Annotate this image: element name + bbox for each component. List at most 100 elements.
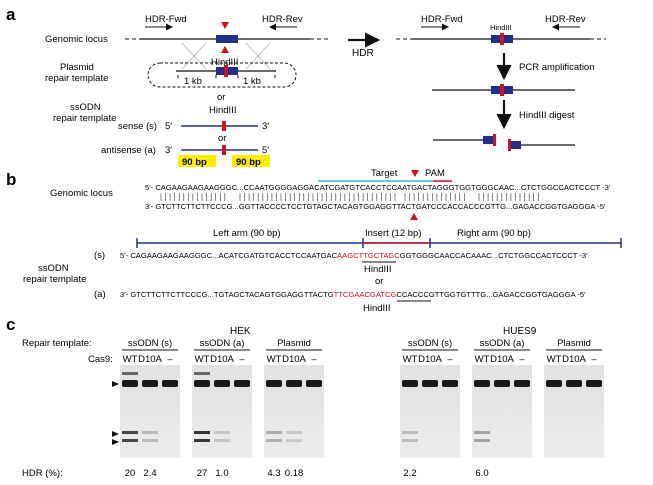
lane-label: – <box>591 354 597 365</box>
lane-label: WT <box>475 354 490 365</box>
gel-band-parent <box>162 380 178 387</box>
gel-band-cleaved <box>266 439 282 442</box>
s-prefix: 5′- <box>120 251 129 260</box>
gel-image <box>192 365 252 458</box>
template-group-label: ssODN (a) <box>480 338 525 349</box>
hek-title: HEK <box>230 326 251 337</box>
gel-band-cleaved <box>266 431 282 434</box>
hdr-value: 6.0 <box>475 468 488 479</box>
top-seq-1: CAGAAGAAGAAGGGC...CCAATGGGGAGGACATCGATG <box>155 183 355 192</box>
bp-highlight-left <box>178 155 216 167</box>
or-label-2: or <box>218 133 226 144</box>
ssodn-label-2: repair template <box>53 113 116 124</box>
insert-label: Insert (12 bp) <box>365 228 422 239</box>
lane-label: D10A <box>282 354 306 365</box>
hdr-arrow-label: HDR <box>352 48 374 59</box>
crossover-line <box>181 42 207 70</box>
hdr-percent-label: HDR (%): <box>22 468 63 479</box>
bp-highlight-right <box>232 155 270 167</box>
bp-left-label: 90 bp <box>182 157 207 168</box>
sense-5prime: 5′ <box>165 121 172 132</box>
lane-label: WT <box>267 354 282 365</box>
hdr-value: 1.0 <box>215 468 228 479</box>
gel-band-parent <box>266 380 282 387</box>
bot-seq: GTCTTCTTCTTCCCG...GGTTACCCCTCCTGTAGCTACA… <box>155 202 596 211</box>
sense-3prime: 3′ <box>262 121 269 132</box>
template-group-label: Plasmid <box>557 338 591 349</box>
gel-band-parent <box>566 380 582 387</box>
gel-band-cleaved <box>474 439 490 442</box>
gel-band-parent <box>306 380 322 387</box>
ssodn-hindiii-label: HindIII <box>209 105 236 116</box>
gel-image <box>120 365 180 458</box>
right-locus-hindiii <box>500 33 504 45</box>
hdr-value: 4.3 <box>267 468 280 479</box>
band-marker-arrowhead <box>112 431 119 437</box>
gel-band-parent <box>402 380 418 387</box>
a-prefix: 3′- <box>120 290 129 299</box>
gel-image <box>544 365 604 458</box>
right-hdr-rev-label: HDR-Rev <box>545 14 586 25</box>
gel-band-cleaved <box>286 439 302 442</box>
gel-band-parent <box>546 380 562 387</box>
gel-band-cleaved <box>402 439 418 442</box>
sense-hindiii-site <box>222 121 226 131</box>
genomic-top-strand: 5′- CAGAAGAAGAAGGGC...CCAATGGGGAGGACATCG… <box>145 183 611 192</box>
repair-template-label: Repair template: <box>22 338 92 349</box>
gel-band-cleaved <box>142 439 158 442</box>
gel-band-parent <box>194 380 210 387</box>
gel-band-cleaved <box>474 431 490 434</box>
s-seq-insert: AAGCTTGCTAGC <box>337 251 400 260</box>
lane-label: – <box>239 354 245 365</box>
gel-band-upper <box>194 372 210 375</box>
bp-right-label: 90 bp <box>236 157 261 168</box>
svg-text:5′- CAGAAGAAGAAGGGC...AC: 5′- CAGAAGAAGAAGGGC...ACATCGATGTCACCTCCA… <box>120 251 588 260</box>
gel-band-parent <box>586 380 602 387</box>
svg-text:3′- GTCTTCTTCTTCCCG...GG: 3′- GTCTTCTTCTTCCCG...GGTTACCCCTCCTGTAGC… <box>145 202 606 211</box>
gel-band-cleaved <box>122 431 138 434</box>
lane-label: WT <box>547 354 562 365</box>
gel-band-parent <box>422 380 438 387</box>
pcr-product-hindiii <box>500 84 504 96</box>
gel-band-parent <box>122 380 138 387</box>
sense-label: sense (s) <box>118 121 157 132</box>
locus-target-block <box>216 35 238 43</box>
template-group-label: ssODN (s) <box>128 338 172 349</box>
ssodn-sense-sequence: 5′- CAGAAGAAGAAGGGC...ACATCGATGTCACCTCCA… <box>120 251 588 260</box>
gel-band-parent <box>514 380 530 387</box>
a-suffix: -5′ <box>577 290 586 299</box>
pam-label: PAM <box>425 168 445 179</box>
svg-text:5′- CAGAAGAAGAAGGGC...CC: 5′- CAGAAGAAGAAGGGC...CCAATGGGGAGGACATCG… <box>145 183 611 192</box>
panel-a-letter: a <box>6 5 16 24</box>
gel-band-upper <box>122 372 138 375</box>
cut-site-triangle-bottom <box>221 46 229 53</box>
panel-c-letter: c <box>6 315 15 334</box>
gel-band-cleaved <box>286 431 302 434</box>
gel-band-cleaved <box>194 439 210 442</box>
right-arm-label: Right arm (90 bp) <box>457 228 531 239</box>
lane-label: D10A <box>210 354 234 365</box>
bot-suffix: -5′ <box>597 202 606 211</box>
gel-image <box>472 365 532 458</box>
target-label: Target <box>371 168 398 179</box>
digest-right-insert <box>511 141 521 149</box>
gel-band-cleaved <box>402 431 418 434</box>
svg-text:3′- GTCTTCTTCTTCCCG...TG: 3′- GTCTTCTTCTTCCCG...TGTAGCTACAGTGGAGGT… <box>120 290 586 299</box>
s-seq-1: CAGAAGAAGAAGGGC...ACATCGATGTCACCTCCAATGA… <box>130 251 337 260</box>
hdr-value: 2.2 <box>403 468 416 479</box>
s-suffix: -3′ <box>579 251 588 260</box>
lane-label: D10A <box>562 354 586 365</box>
template-group-label: ssODN (s) <box>408 338 452 349</box>
hdr-rev-label: HDR-Rev <box>262 14 303 25</box>
gel-band-cleaved <box>194 431 210 434</box>
panel-b-letter: b <box>6 170 16 189</box>
antisense-3prime: 3′ <box>165 145 172 156</box>
plasmid-label-2: repair template <box>45 73 108 84</box>
hdr-value: 27 <box>197 468 208 479</box>
gel-band-parent <box>494 380 510 387</box>
plasmid-hindiii-site <box>224 65 228 77</box>
top-prefix: 5′- <box>145 183 154 192</box>
gel-band-cleaved <box>142 431 158 434</box>
base-pair-bonds <box>160 193 539 201</box>
